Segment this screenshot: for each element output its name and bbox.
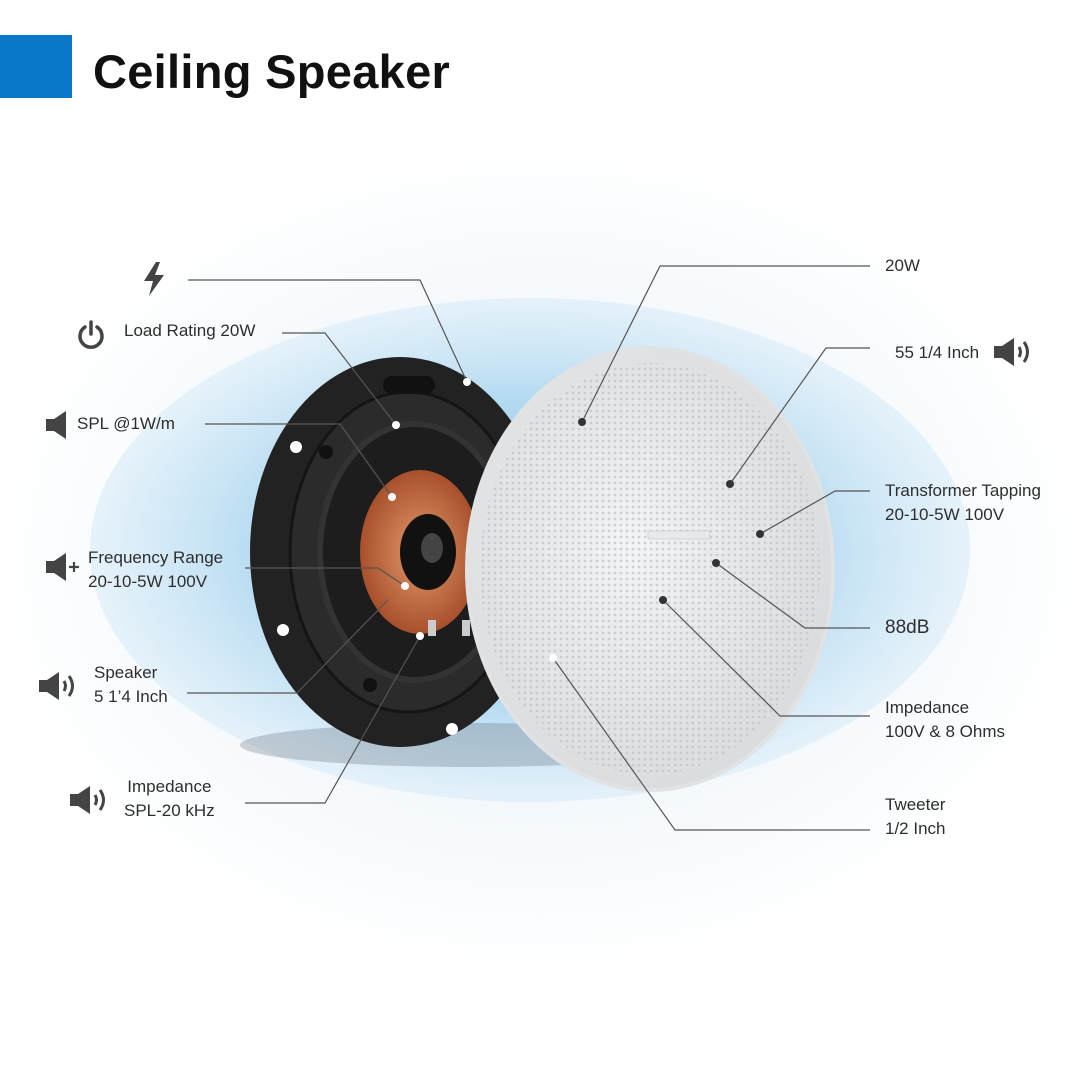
label-line: 1/2 Inch <box>885 819 946 838</box>
speaker-icon <box>46 411 66 439</box>
speaker-grille <box>465 346 835 792</box>
label-line: Tweeter <box>885 795 946 814</box>
callout-transformer-tapping: Transformer Tapping 20-10-5W 100V <box>885 479 1041 527</box>
label-line: 20-10-5W 100V <box>885 505 1005 524</box>
label-line: 100V & 8 Ohms <box>885 722 1006 741</box>
callout-load-rating: Load Rating 20W <box>124 321 256 340</box>
label-line: Impedance <box>127 777 212 796</box>
page-title: Ceiling Speaker <box>93 45 451 98</box>
speaker-sound-icon <box>39 672 74 700</box>
label-line: Speaker <box>94 663 158 682</box>
label-line: Frequency Range <box>88 548 224 567</box>
leader-lines <box>187 265 870 831</box>
callout-power: 20W <box>885 256 920 275</box>
label-line: SPL-20 kHz <box>124 801 215 820</box>
lightning-icon <box>144 262 164 296</box>
label-line: 20-10-5W 100V <box>88 572 208 591</box>
speaker-sound-icon <box>994 338 1029 366</box>
callout-frequency-range: Frequency Range 20-10-5W 100V <box>88 546 223 594</box>
callout-speaker-size: Speaker 5 1’4 Inch <box>94 661 168 709</box>
speaker-sound-icon <box>70 786 105 814</box>
label-line: Impedance <box>885 698 970 717</box>
callout-dots <box>388 378 764 662</box>
callout-impedance-right: Impedance 100V & 8 Ohms <box>885 696 1005 744</box>
callout-spl: SPL @1W/m <box>77 414 175 433</box>
speaker-driver <box>250 357 550 747</box>
callout-tweeter: Tweeter 1/2 Inch <box>885 793 946 841</box>
power-icon <box>78 320 104 349</box>
callout-grille-size: 55 1/4 Inch <box>895 343 980 362</box>
callout-sensitivity: 88dB <box>885 617 930 638</box>
volume-plus-icon <box>46 553 79 581</box>
label-line: 5 1’4 Inch <box>94 687 168 706</box>
label-line: Transformer Tapping <box>885 481 1041 500</box>
title-accent-bar <box>0 35 72 98</box>
